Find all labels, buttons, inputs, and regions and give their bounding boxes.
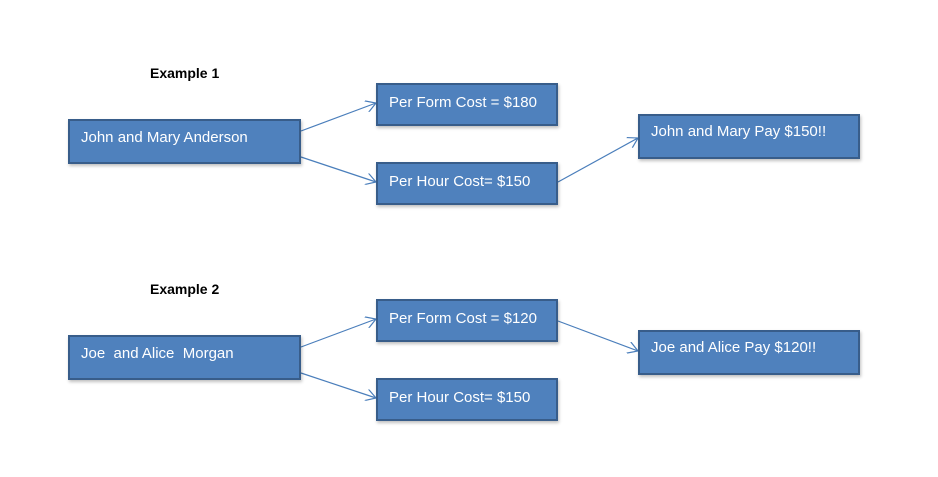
example-1-per-hour-box: Per Hour Cost= $150 <box>376 162 558 205</box>
example-2-per-form-box: Per Form Cost = $120 <box>376 299 558 342</box>
example-2-heading: Example 2 <box>150 281 220 297</box>
arrow-ex1-to-result <box>557 138 638 183</box>
example-1-source-box: John and Mary Anderson <box>68 119 301 164</box>
arrow-ex2-to-result <box>557 320 638 351</box>
example-2-per-hour-box: Per Hour Cost= $150 <box>376 378 558 421</box>
arrow-ex1-to-per-hour <box>300 156 376 182</box>
example-1-heading: Example 1 <box>150 65 220 81</box>
arrow-ex2-to-per-form <box>300 319 376 348</box>
example-1-per-form-box: Per Form Cost = $180 <box>376 83 558 126</box>
example-2-result-box: Joe and Alice Pay $120!! <box>638 330 860 375</box>
arrow-ex1-to-per-form <box>300 103 376 132</box>
example-1-result-box: John and Mary Pay $150!! <box>638 114 860 159</box>
example-2-source-box: Joe and Alice Morgan <box>68 335 301 380</box>
arrow-ex2-to-per-hour <box>300 372 376 398</box>
